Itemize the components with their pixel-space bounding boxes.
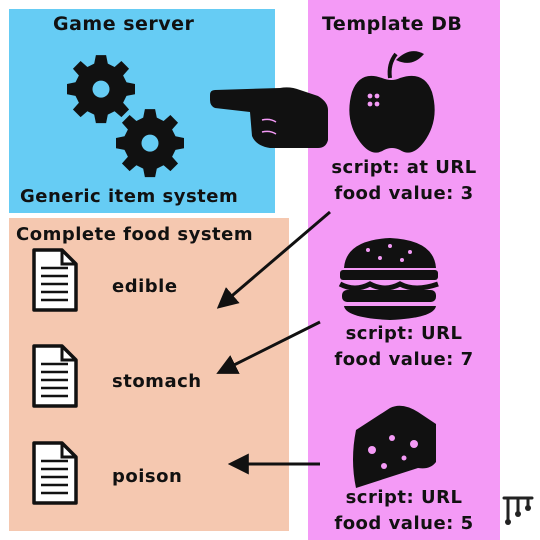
document-icon [32,344,78,408]
template-script-label: script: URL [345,487,463,508]
burger-icon [338,238,439,320]
food-item-label: poison [112,466,183,487]
document-icon [32,248,78,312]
template-food-value: food value: 5 [334,513,474,534]
arrow-to-edible [216,210,331,309]
gear-icon [116,109,184,178]
pointing-hand-icon [210,87,328,148]
game-server-panel [9,9,275,213]
document-icon [32,441,78,505]
generic-item-system-label: Generic item system [20,186,239,207]
food-item-label: stomach [112,371,202,392]
arrow-to-stomach [216,320,321,374]
template-food-value: food value: 7 [334,349,474,370]
food-system-title: Complete food system [16,224,254,245]
gear-icon [67,55,135,124]
apple-icon [349,51,435,153]
template-script-label: script: URL [345,323,463,344]
template-db-title: Template DB [322,13,463,35]
logo-icon [502,496,534,525]
food-item-label: edible [112,276,178,297]
game-server-title: Game server [53,13,195,35]
cheese-icon [353,405,436,488]
template-script-label: script: at URL [331,157,477,178]
template-food-value: food value: 3 [334,183,474,204]
